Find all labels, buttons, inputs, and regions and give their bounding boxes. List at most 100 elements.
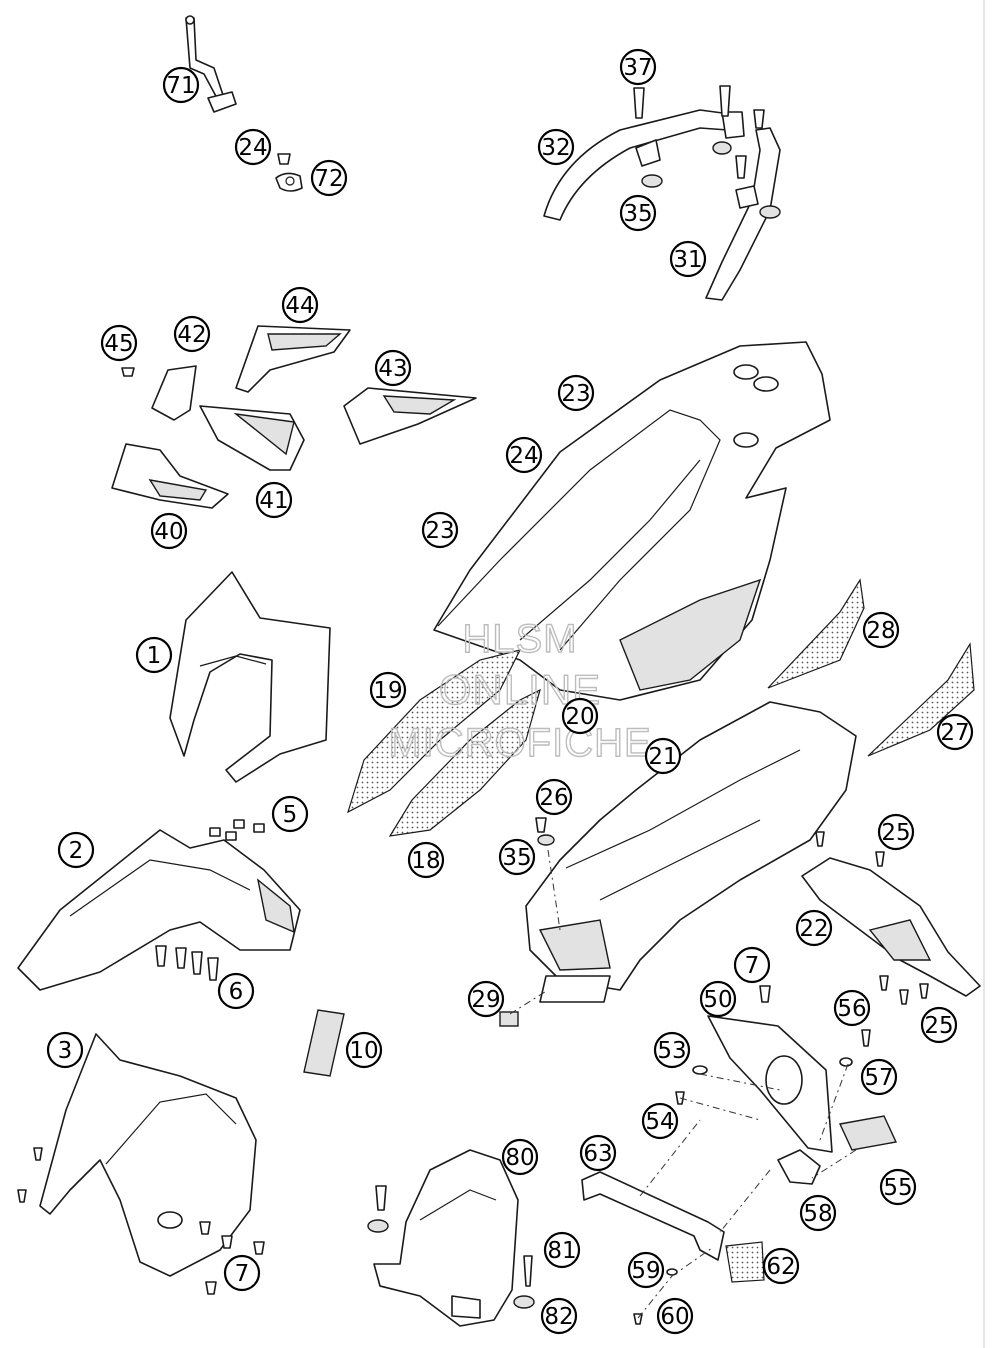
callout-41: 41: [255, 481, 293, 519]
callout-ring: [217, 972, 255, 1010]
callout-number: 80: [505, 1145, 534, 1171]
callout-number: 1: [147, 643, 162, 669]
part-20-tail-shell: [433, 341, 831, 701]
part-29-nut: [499, 1011, 519, 1027]
callout-28: 28: [862, 611, 900, 649]
callout-ring: [920, 1006, 958, 1044]
callout-40: 40: [150, 512, 188, 550]
part-28-decal: [767, 578, 865, 689]
callout-ring: [799, 1194, 837, 1232]
part-24-72-bolt-clip: [275, 153, 303, 192]
callout-number: 50: [703, 987, 732, 1013]
part-44-side-panel: [235, 325, 351, 393]
callout-number: 7: [235, 1261, 250, 1287]
assembly-lines: [509, 849, 857, 1319]
callout-number: 40: [154, 519, 183, 545]
part-31-grab-rail-right: [705, 127, 781, 301]
callout-59: 59: [627, 1251, 665, 1289]
callout-ring: [540, 1297, 578, 1335]
callout-ring: [619, 48, 657, 86]
callout-ring: [619, 194, 657, 232]
part-21-rear-mudguard: [525, 701, 857, 1003]
callout-ring: [162, 66, 200, 104]
callout-number: 45: [104, 331, 133, 357]
watermark: HLSM ONLINE MICROFICHE: [388, 616, 652, 765]
callout-number: 18: [411, 848, 440, 874]
callout-ring: [579, 1134, 617, 1172]
callout-ring: [374, 349, 412, 387]
part-81-82-screws-washers: [367, 1185, 535, 1309]
callout-number: 25: [924, 1013, 953, 1039]
callout-number: 54: [645, 1109, 674, 1135]
callout-24: 24: [234, 128, 272, 166]
callout-number: 72: [314, 166, 343, 192]
callout-number: 22: [799, 916, 828, 942]
callout-number: 59: [631, 1258, 660, 1284]
callout-19: 19: [369, 671, 407, 709]
callout-number: 29: [471, 987, 500, 1013]
callout-number: 19: [373, 678, 402, 704]
callout-ring: [537, 128, 575, 166]
part-18-decal: [388, 688, 541, 837]
callout-ring: [135, 636, 173, 674]
callout-number: 35: [623, 201, 652, 227]
callout-71: 71: [162, 66, 200, 104]
part-7-screws-front-guard: [17, 1147, 265, 1295]
callout-ring: [833, 989, 871, 1027]
callout-42: 42: [173, 315, 211, 353]
callout-ring: [100, 324, 138, 362]
callout-ring: [501, 1138, 539, 1176]
watermark-line-3: MICROFICHE: [388, 721, 651, 765]
part-80-rear-hugger: [373, 1149, 519, 1327]
callout-23: 23: [557, 374, 595, 412]
callout-ring: [57, 831, 95, 869]
part-55-light-lens: [838, 1115, 898, 1151]
callout-54: 54: [641, 1102, 679, 1140]
part-5-clips: [209, 819, 265, 841]
callout-number: 71: [166, 73, 195, 99]
callout-56: 56: [833, 989, 871, 1027]
callout-29: 29: [467, 980, 505, 1018]
callout-number: 7: [745, 953, 760, 979]
callout-ring: [407, 841, 445, 879]
callout-number: 10: [349, 1038, 378, 1064]
callout-number: 62: [766, 1254, 795, 1280]
callout-ring: [498, 838, 536, 876]
part-50-license-plate-base: [707, 1015, 833, 1153]
callout-21: 21: [644, 737, 682, 775]
callout-24: 24: [505, 436, 543, 474]
callout-number: 53: [657, 1038, 686, 1064]
callout-ring: [644, 737, 682, 775]
callout-number: 26: [539, 785, 568, 811]
callout-number: 58: [803, 1201, 832, 1227]
part-10-reflector: [303, 1009, 345, 1077]
callout-35: 35: [498, 838, 536, 876]
callout-number: 56: [837, 996, 866, 1022]
callout-22: 22: [795, 909, 833, 947]
callout-6: 6: [217, 972, 255, 1010]
callout-number: 25: [881, 820, 910, 846]
callout-50: 50: [699, 980, 737, 1018]
callout-25: 25: [920, 1006, 958, 1044]
part-42-bracket: [151, 365, 197, 421]
callout-ring: [669, 240, 707, 278]
callout-81: 81: [543, 1231, 581, 1269]
callout-ring: [467, 980, 505, 1018]
part-6-screws: [155, 945, 219, 981]
callout-ring: [862, 611, 900, 649]
callout-62: 62: [762, 1247, 800, 1285]
callout-ring: [345, 1031, 383, 1069]
callout-ring: [150, 512, 188, 550]
part-63-bracket: [581, 1171, 725, 1261]
part-3-front-guard: [39, 1033, 257, 1277]
part-35-37-bolts-washers: [633, 85, 781, 219]
callout-32: 32: [537, 128, 575, 166]
callout-number: 24: [238, 135, 267, 161]
callout-ring: [46, 1031, 84, 1069]
callout-ring: [653, 1031, 691, 1069]
callout-3: 3: [46, 1031, 84, 1069]
callout-26: 26: [535, 778, 573, 816]
callout-number: 44: [285, 293, 314, 319]
part-32-grab-rail-left: [543, 109, 745, 221]
